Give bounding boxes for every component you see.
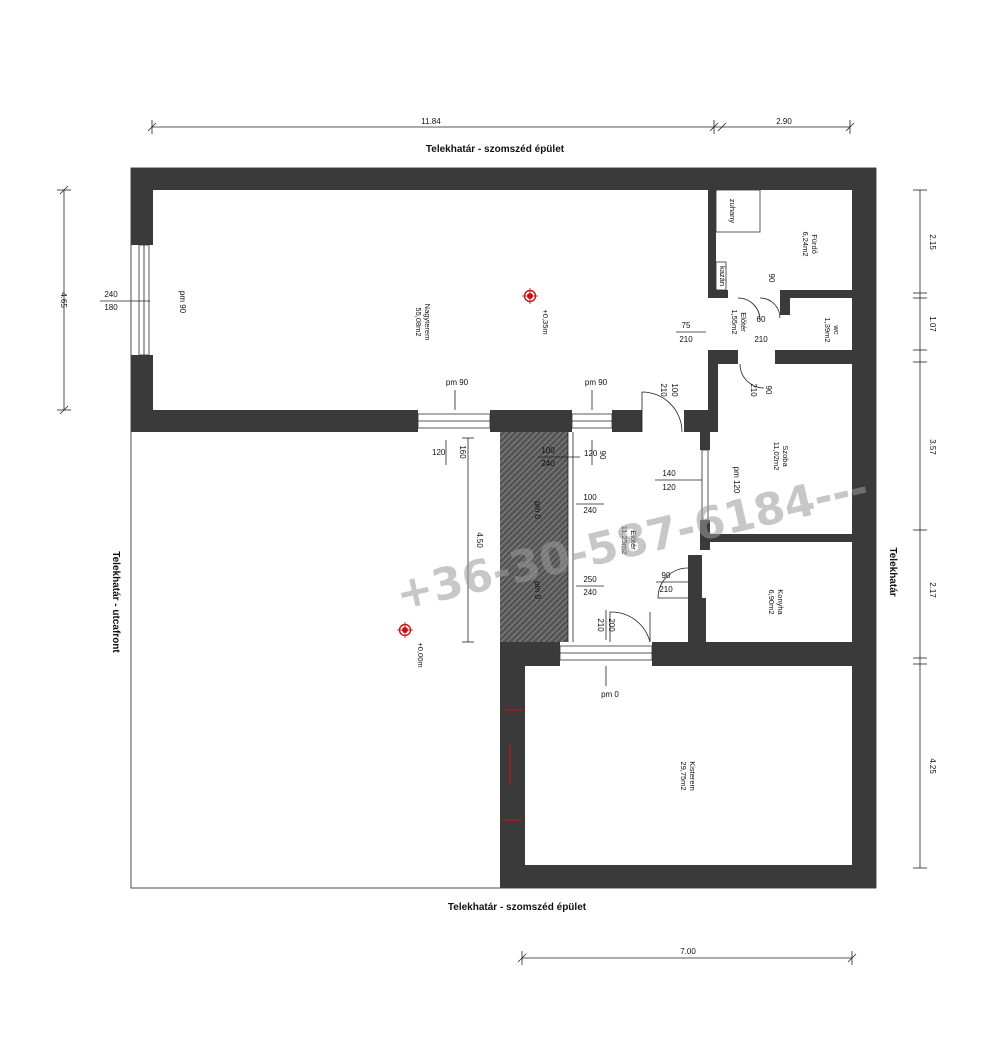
room-eloter2-area: 11,25m2 [620, 526, 629, 555]
svg-text:210: 210 [749, 383, 758, 397]
dim-right-5: 4.25 [928, 758, 937, 774]
svg-text:120: 120 [432, 448, 446, 457]
left-boundary-label: Telekhatár - utcafront [110, 551, 121, 653]
inner-dimension: 4.50 [462, 437, 484, 643]
dim-right-1: 2.15 [928, 234, 937, 250]
svg-text:pm 0: pm 0 [601, 690, 619, 699]
svg-text:pm 90: pm 90 [585, 378, 608, 387]
svg-text:75: 75 [682, 321, 691, 330]
svg-text:240: 240 [583, 506, 597, 515]
svg-text:4.50: 4.50 [475, 532, 484, 548]
room-wc-area: 1,39m2 [823, 317, 832, 342]
room-kisterem-name: Kisterem [688, 761, 697, 791]
level-marker-lower: +0,00m [397, 622, 425, 668]
boiler-box [715, 261, 727, 291]
room-nagyterem-area: 55,08m2 [414, 307, 423, 336]
room-furdo-area: 6,24m2 [801, 231, 810, 256]
svg-text:90: 90 [767, 274, 776, 283]
svg-text:160: 160 [458, 445, 467, 459]
room-eloter2-name: Előtér [629, 530, 638, 550]
svg-text:210: 210 [679, 335, 693, 344]
room-labels: Nagyterem 55,08m2 Fürdő 6,24m2 Előtér 1,… [414, 231, 841, 790]
walls [131, 168, 876, 888]
dim-top-main: 11.84 [421, 117, 441, 126]
top-dimension: 11.84 2.90 [147, 117, 855, 134]
svg-text:240: 240 [104, 290, 118, 299]
room-wc-name: wc [832, 324, 841, 334]
svg-text:90: 90 [598, 451, 607, 460]
dim-right-2: 1.07 [928, 316, 937, 332]
svg-text:60: 60 [757, 315, 766, 324]
doors [609, 297, 781, 643]
dim-left-height: 4.65 [59, 292, 68, 308]
svg-text:240: 240 [583, 588, 597, 597]
boiler-label: kazán [718, 266, 727, 286]
room-szoba-area: 11,02m2 [772, 442, 781, 471]
svg-text:pm 90: pm 90 [446, 378, 469, 387]
dim-right-3: 3.57 [928, 439, 937, 455]
level-upper-label: +0,35m [541, 309, 550, 334]
bottom-dimension: 7.00 [517, 947, 857, 965]
shower-box [715, 189, 761, 233]
opening-annotations: 240 180 pm 90 pm 90 160 120 pm 90 90 120… [100, 274, 776, 699]
svg-text:100: 100 [670, 383, 679, 397]
svg-text:100: 100 [583, 493, 597, 502]
svg-text:100: 100 [541, 446, 555, 455]
left-dimension: 4.65 [57, 185, 71, 415]
svg-text:210: 210 [659, 383, 668, 397]
svg-text:210: 210 [754, 335, 768, 344]
red-wall-markers [503, 709, 522, 821]
room-konyha-area: 6,90m2 [767, 589, 776, 614]
svg-text:pm 90: pm 90 [178, 291, 187, 314]
svg-text:90: 90 [764, 386, 773, 395]
svg-text:210: 210 [659, 585, 673, 594]
svg-text:pm 0: pm 0 [533, 581, 542, 599]
svg-text:180: 180 [104, 303, 118, 312]
top-boundary-label: Telekhatár - szomszéd épület [426, 144, 565, 155]
svg-text:120: 120 [584, 449, 598, 458]
svg-text:240: 240 [541, 459, 555, 468]
dim-top-right: 2.90 [776, 117, 792, 126]
svg-text:90: 90 [662, 571, 671, 580]
svg-text:120: 120 [662, 483, 676, 492]
svg-text:140: 140 [662, 469, 676, 478]
level-marker-upper: +0,35m [522, 288, 550, 335]
svg-text:200: 200 [607, 618, 616, 632]
windows [138, 244, 709, 661]
svg-text:210: 210 [596, 618, 605, 632]
right-dimension: 2.15 1.07 3.57 2.17 4.25 [913, 189, 937, 869]
room-furdo-name: Fürdő [810, 234, 819, 254]
shower-label: zuhany [728, 199, 737, 223]
right-boundary-label: Telekhatár [887, 547, 898, 596]
dim-right-4: 2.17 [928, 582, 937, 598]
room-eloter1-name: Előtér [739, 312, 748, 332]
svg-text:250: 250 [583, 575, 597, 584]
room-szoba-name: Szoba [781, 445, 790, 467]
level-lower-label: +0,00m [416, 642, 425, 667]
dim-bottom-width: 7.00 [680, 947, 696, 956]
room-eloter1-area: 1,55m2 [730, 309, 739, 334]
svg-text:pm 120: pm 120 [732, 467, 741, 494]
room-nagyterem-name: Nagyterem [423, 304, 432, 341]
svg-text:pm 0: pm 0 [533, 501, 542, 519]
room-konyha-name: Konyha [776, 589, 785, 615]
room-kisterem-area: 29,75m2 [679, 761, 688, 790]
hatched-strip [500, 432, 568, 642]
bottom-boundary-label: Telekhatár - szomszéd épület [448, 902, 587, 913]
